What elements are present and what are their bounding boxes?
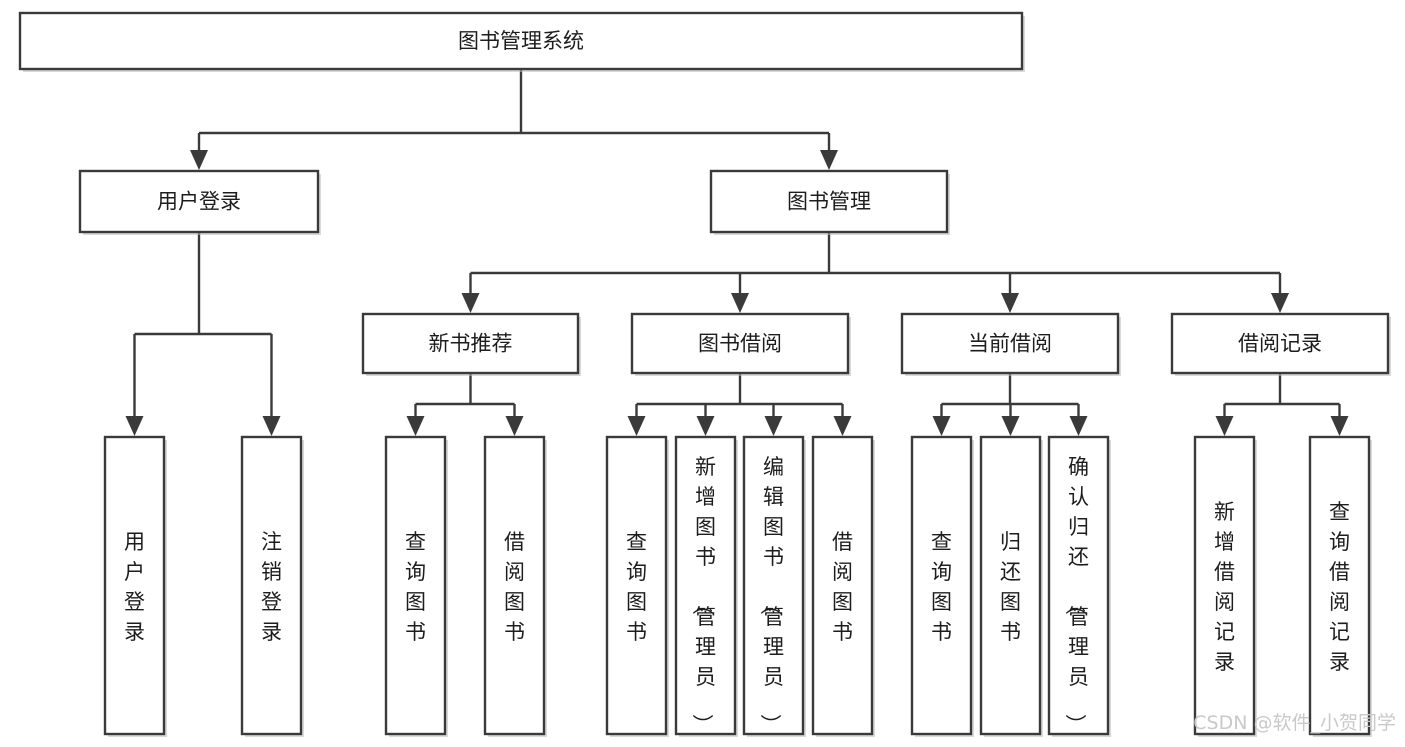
node-level2-2[interactable]: 当前借阅 <box>900 312 1121 376</box>
node-rect[interactable] <box>78 169 320 234</box>
arrow-head-icon-level2 <box>731 293 749 313</box>
node-label-leaf-8: 查询图书 <box>931 530 952 644</box>
arrow-head-icon-leaf <box>1069 416 1088 436</box>
node-rect[interactable] <box>1047 435 1110 736</box>
arrow-head-icon-leaf <box>505 416 524 436</box>
node-leaf-7[interactable]: 借阅图书 <box>811 435 875 737</box>
node-label-level2-3: 借阅记录 <box>1238 332 1322 356</box>
node-label-leaf-11: 新增借阅记录 <box>1214 500 1235 674</box>
arrow-head-icon-leaf <box>764 416 783 436</box>
node-label-leaf-12: 查询借阅记录 <box>1329 500 1350 674</box>
node-rect[interactable] <box>1308 435 1371 736</box>
node-label-root-0: 图书管理系统 <box>458 29 584 53</box>
node-leaf-4[interactable]: 查询图书 <box>605 435 669 737</box>
node-leaf-0[interactable]: 用户登录 <box>103 435 167 737</box>
node-rect[interactable] <box>630 312 850 375</box>
arrow-head-icon-leaf <box>932 416 951 436</box>
node-rect[interactable] <box>811 435 874 736</box>
node-label-leaf-6: 编辑图书（管理员） <box>758 455 784 735</box>
node-rect[interactable] <box>605 435 668 736</box>
node-leaf-11[interactable]: 新增借阅记录 <box>1193 435 1257 737</box>
node-label-leaf-0: 用户登录 <box>124 530 145 644</box>
node-root-system[interactable]: 图书管理系统 <box>18 11 1025 72</box>
node-level1-1[interactable]: 图书管理 <box>709 169 950 235</box>
node-leaf-12[interactable]: 查询借阅记录 <box>1308 435 1372 737</box>
node-leaf-5[interactable]: 新增图书（管理员） <box>674 435 738 737</box>
node-level2-0[interactable]: 新书推荐 <box>361 312 581 376</box>
node-label-leaf-9: 归还图书 <box>1000 530 1021 644</box>
arrow-head-icon-leaf <box>1001 416 1020 436</box>
arrow-head-icon-leaf <box>262 416 281 436</box>
connectors-layer <box>125 69 1349 436</box>
node-rect[interactable] <box>742 435 805 736</box>
node-label-leaf-1: 注销登录 <box>261 530 282 644</box>
node-leaf-1[interactable]: 注销登录 <box>240 435 304 737</box>
node-leaf-6[interactable]: 编辑图书（管理员） <box>742 435 806 737</box>
node-rect[interactable] <box>900 312 1120 375</box>
node-label-leaf-2: 查询图书 <box>405 530 426 644</box>
node-label-level2-1: 图书借阅 <box>698 332 782 356</box>
node-rect[interactable] <box>483 435 546 736</box>
arrow-head-icon-leaf <box>1330 416 1349 436</box>
csdn-watermark: CSDN @软件_小贺同学 <box>1193 712 1396 734</box>
node-rect[interactable] <box>1170 312 1390 375</box>
node-label-leaf-10: 确认归还（管理员） <box>1063 455 1089 735</box>
node-label-leaf-5: 新增图书（管理员） <box>690 455 716 735</box>
arrow-head-icon-level1 <box>820 150 838 170</box>
arrow-head-icon-leaf <box>1215 416 1234 436</box>
node-rect[interactable] <box>103 435 166 736</box>
node-rect[interactable] <box>18 11 1024 71</box>
arrow-head-icon-level2 <box>1001 293 1019 313</box>
node-leaf-2[interactable]: 查询图书 <box>384 435 448 737</box>
node-rect[interactable] <box>361 312 580 375</box>
node-rect[interactable] <box>240 435 303 736</box>
node-label-level1-1: 图书管理 <box>787 190 871 214</box>
arrow-head-icon-leaf <box>406 416 425 436</box>
node-rect[interactable] <box>384 435 447 736</box>
node-rect[interactable] <box>709 169 949 234</box>
arrow-head-icon-leaf <box>696 416 715 436</box>
node-label-leaf-4: 查询图书 <box>626 530 647 644</box>
node-leaf-10[interactable]: 确认归还（管理员） <box>1047 435 1111 737</box>
node-label-level2-0: 新书推荐 <box>429 332 513 356</box>
nodes-layer: 图书管理系统用户登录图书管理新书推荐图书借阅当前借阅借阅记录用户登录注销登录查询… <box>18 11 1391 737</box>
node-rect[interactable] <box>910 435 973 736</box>
node-leaf-9[interactable]: 归还图书 <box>979 435 1043 737</box>
node-leaf-3[interactable]: 借阅图书 <box>483 435 547 737</box>
arrow-head-icon-level1 <box>190 150 208 170</box>
arrow-head-icon-leaf <box>833 416 852 436</box>
arrow-head-icon-level2 <box>461 293 480 313</box>
node-level1-0[interactable]: 用户登录 <box>78 169 321 235</box>
arrow-head-icon-level2 <box>1271 293 1289 313</box>
node-leaf-8[interactable]: 查询图书 <box>910 435 974 737</box>
node-level2-1[interactable]: 图书借阅 <box>630 312 851 376</box>
arrow-head-icon-leaf <box>125 416 144 436</box>
node-level2-3[interactable]: 借阅记录 <box>1170 312 1391 376</box>
node-label-leaf-7: 借阅图书 <box>832 530 853 644</box>
node-rect[interactable] <box>1193 435 1256 736</box>
node-label-level2-2: 当前借阅 <box>968 332 1052 356</box>
node-label-leaf-3: 借阅图书 <box>504 530 525 644</box>
arrow-head-icon-leaf <box>627 416 646 436</box>
node-rect[interactable] <box>979 435 1042 736</box>
node-rect[interactable] <box>674 435 737 736</box>
node-label-level1-0: 用户登录 <box>157 190 241 214</box>
